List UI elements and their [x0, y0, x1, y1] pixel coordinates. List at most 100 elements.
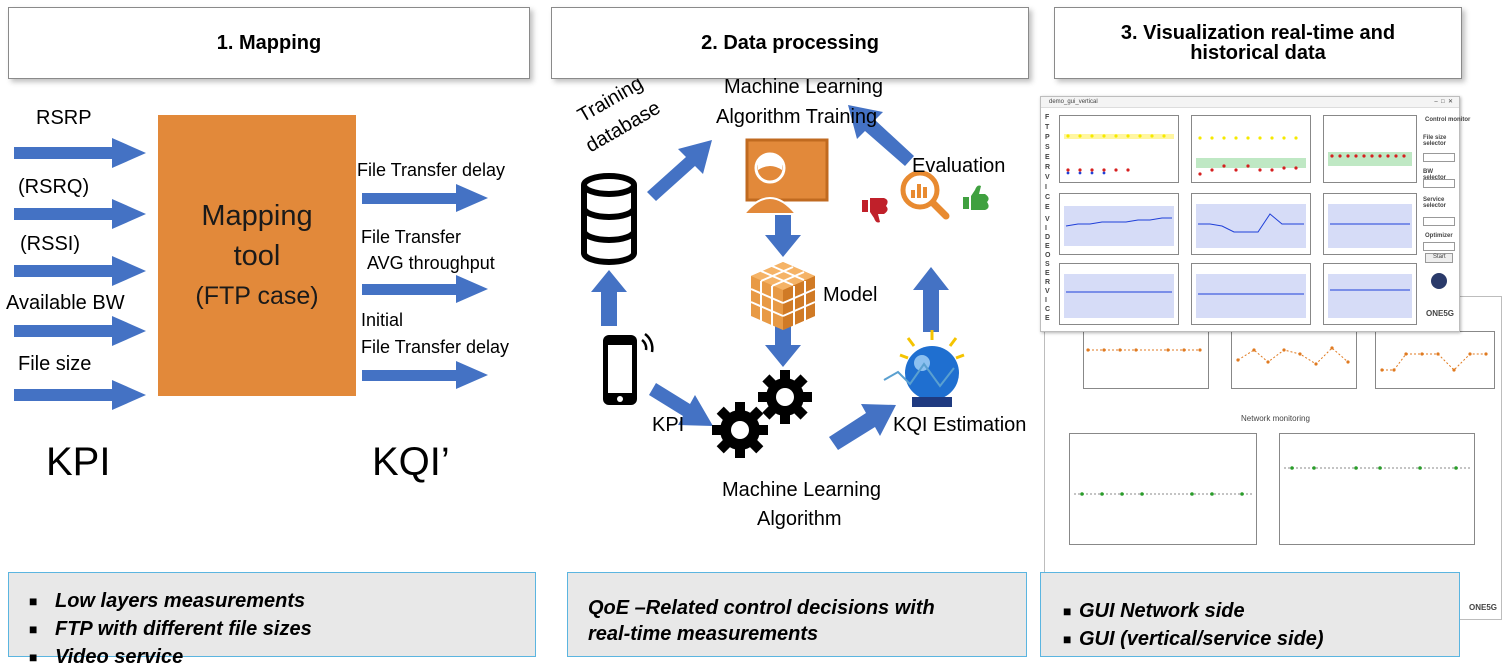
bullet-text: FTP with different file sizes — [55, 618, 312, 640]
bw-dropdown[interactable] — [1423, 179, 1455, 188]
bullet-text: GUI Network side — [1079, 600, 1245, 622]
input-label-filesize: File size — [18, 353, 92, 375]
header-mapping-text: 1. Mapping — [216, 32, 322, 54]
net-plot-5 — [1279, 433, 1475, 545]
start-button[interactable]: Start — [1425, 253, 1453, 263]
mapping-bullet-list: ■ Low layers measurements ■ FTP with diffe… — [9, 587, 535, 671]
phone-icon — [603, 332, 654, 405]
video-plot-6 — [1323, 263, 1417, 325]
header-processing: 2. Data processing — [551, 7, 1029, 79]
net-plot-2-svg — [1236, 346, 1350, 366]
bullet-text: Low layers measurements — [55, 590, 306, 612]
kqi-estimation-label: KQI Estimation — [893, 414, 1027, 436]
mapping-tool-box: Mapping tool (FTP case) — [158, 115, 356, 396]
output-arrow-2 — [362, 275, 488, 303]
arrow-phone-to-db — [591, 270, 627, 326]
bw-selector-label: BW selector — [1423, 169, 1447, 181]
processing-summary-line2: real-time measurements — [588, 623, 819, 645]
arrow-phone-to-algo — [649, 383, 713, 426]
input-label-rsrp: RSRP — [36, 107, 92, 129]
bullet-icon: ■ — [29, 621, 38, 637]
input-label-rssi: (RSSI) — [20, 233, 80, 255]
ftp-plot-3 — [1323, 115, 1417, 183]
net-plot-3-svg — [1380, 352, 1488, 372]
video-plot-3-svg — [1328, 204, 1412, 248]
video-plot-3 — [1323, 193, 1417, 255]
net-plot-4-svg — [1074, 492, 1252, 496]
crystal-ball-icon — [883, 330, 965, 407]
video-plot-6-svg — [1328, 274, 1412, 318]
training-title-line1: Machine Learning — [724, 76, 883, 98]
arrow-eval-to-training — [848, 105, 914, 166]
gui-video-service-label: V I D E O S E R V I C E — [1045, 216, 1051, 322]
evaluation-label: Evaluation — [912, 155, 1006, 177]
bullet-text: GUI (vertical/service side) — [1079, 628, 1324, 650]
gui-window-title: demo_gui_vertical — [1049, 99, 1098, 105]
model-icon — [750, 262, 816, 330]
output-label-ftd: File Transfer delay — [357, 160, 506, 180]
database-icon — [581, 173, 637, 265]
list-item: ■ Low layers measurements — [9, 587, 535, 615]
service-dropdown[interactable] — [1423, 217, 1455, 226]
bottom-box-processing: QoE –Related control decisions with real… — [567, 572, 1027, 657]
algorithm-line1: Machine Learning — [722, 479, 881, 501]
input-label-rsrq: (RSRQ) — [18, 176, 90, 198]
net-plot-1 — [1083, 331, 1209, 389]
output-label-ft: File Transfer — [361, 227, 462, 247]
trainer-icon — [741, 138, 829, 215]
video-plot-4 — [1059, 263, 1179, 325]
file-size-dropdown[interactable] — [1423, 153, 1455, 162]
bottom-box-mapping: ■ Low layers measurements ■ FTP with diffe… — [8, 572, 536, 668]
kqi-label: KQI’ — [372, 440, 450, 484]
net-plot-1-svg — [1086, 348, 1202, 352]
header-visualization-line2: historical data — [1190, 42, 1326, 64]
kpi-label: KPI — [46, 440, 111, 484]
mapping-tool-line2: tool — [233, 239, 281, 272]
processing-summary-line1: QoE –Related control decisions with — [588, 597, 935, 619]
arrow-model-to-algo — [765, 317, 801, 367]
video-plot-2-svg — [1196, 204, 1306, 248]
ftp-plot-2-svg — [1196, 136, 1306, 176]
bullet-icon: ■ — [29, 649, 38, 665]
input-arrow-rsrq — [14, 199, 146, 229]
video-plot-1 — [1059, 193, 1179, 255]
arrow-kqi-to-eval — [913, 267, 949, 332]
input-arrow-bw — [14, 316, 146, 346]
vertical-gui-window: demo_gui_vertical – □ ✕ F T P S E R V I … — [1040, 96, 1470, 332]
magnifier-icon — [900, 170, 950, 220]
output-label-initial: Initial — [361, 310, 404, 330]
ftp-plot-1 — [1059, 115, 1179, 183]
arrow-training-to-model — [765, 212, 801, 257]
video-plot-2 — [1191, 193, 1311, 255]
logo-emblem-icon — [1431, 273, 1447, 289]
net-plot-2 — [1231, 331, 1357, 389]
optimizer-dropdown[interactable] — [1423, 242, 1455, 251]
control-monitor-title: Control monitor — [1425, 117, 1471, 123]
net-plot-5-svg — [1284, 466, 1470, 470]
bullet-icon: ■ — [1063, 631, 1072, 647]
list-item: ■ FTP with different file sizes — [9, 615, 535, 643]
gui-window-controls[interactable]: – □ ✕ — [1434, 99, 1453, 105]
input-label-bw: Available BW — [6, 292, 125, 314]
kpi-processing-label: KPI — [652, 414, 685, 436]
network-monitoring-title: Network monitoring — [1241, 414, 1310, 423]
service-selector-label: Service selector — [1423, 197, 1447, 209]
list-item: ■GUI Network side — [1041, 597, 1459, 625]
gui-titlebar: demo_gui_vertical – □ ✕ — [1041, 97, 1459, 108]
mapping-tool-line1: Mapping — [201, 199, 313, 232]
logo-vertical: ONE5G — [1426, 309, 1455, 318]
file-size-selector-label: File size selector — [1423, 135, 1447, 147]
list-item: ■ Video service — [9, 643, 535, 671]
video-plot-4-svg — [1064, 274, 1174, 318]
bullet-text: Video service — [55, 646, 184, 668]
ftp-plot-2 — [1191, 115, 1311, 183]
mapping-tool-line3: (FTP case) — [195, 281, 319, 310]
list-item: ■ GUI (vertical/service side) — [1041, 625, 1459, 653]
output-arrow-1 — [362, 184, 488, 212]
ftp-plot-1-svg — [1064, 134, 1174, 175]
model-label: Model — [823, 284, 878, 306]
output-label-iftd: File Transfer delay — [361, 337, 510, 357]
bullet-icon: ■ — [29, 593, 38, 609]
start-button-label: Start — [1433, 254, 1446, 260]
bottom-box-visualization: ■GUI Network side ■ GUI (vertical/service… — [1040, 572, 1460, 657]
